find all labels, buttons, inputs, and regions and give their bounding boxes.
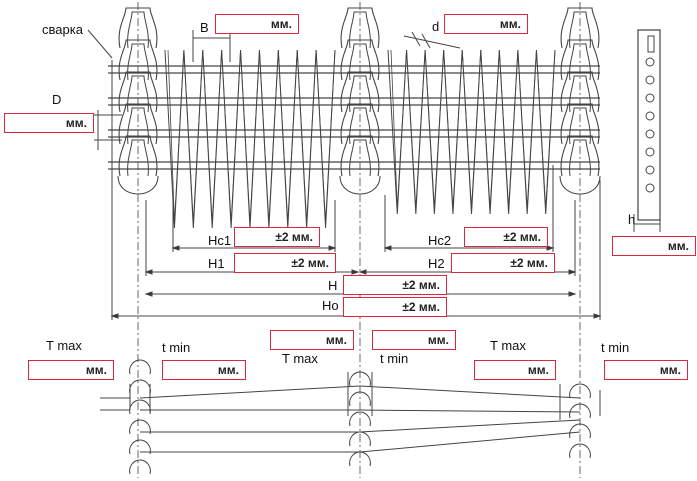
- edge-rod: [359, 419, 581, 433]
- spiral-loop-left: [167, 49, 336, 223]
- edge-link-left: [129, 439, 151, 455]
- link-plate: [349, 139, 371, 177]
- ho-dimension-arrow: [593, 313, 602, 319]
- tmin-right-label: t min: [601, 340, 630, 355]
- spiral-loop-right: [387, 49, 556, 215]
- h-label: h: [628, 212, 636, 227]
- tmin-mid-field[interactable]: мм.: [372, 330, 456, 350]
- link-plate: [349, 43, 371, 81]
- side-hole: [645, 183, 655, 193]
- link-plate: [349, 75, 371, 113]
- edge-rod: [139, 385, 361, 399]
- d-leader: [403, 35, 461, 49]
- edge-rod: [359, 431, 581, 453]
- side-hole: [645, 147, 655, 157]
- h2-label: H2: [428, 256, 445, 271]
- ho-label: Ho: [322, 298, 339, 313]
- link-plate: [127, 11, 149, 49]
- link-plate: [349, 107, 371, 145]
- link-plate: [349, 11, 371, 49]
- d-tick: [421, 33, 431, 49]
- hc1-dimension-arrow: [171, 245, 180, 251]
- h-total-field[interactable]: ±2 мм.: [343, 275, 447, 295]
- b-label: B: [200, 20, 209, 35]
- hc1-dimension-arrow: [328, 245, 337, 251]
- h-field[interactable]: мм.: [612, 236, 696, 256]
- ho-dimension-arrow: [110, 313, 119, 319]
- weld-leader: [87, 29, 113, 59]
- edge-link-left: [129, 459, 151, 475]
- edge-link-right: [569, 443, 591, 459]
- weld-label: сварка: [42, 22, 83, 37]
- h1-dimension-arrow: [144, 269, 153, 275]
- h2-dimension-arrow: [358, 269, 367, 275]
- side-hole: [645, 93, 655, 103]
- spiral-loop-right: [390, 49, 556, 209]
- hc1-label: Hc1: [208, 233, 232, 248]
- tmax-right-field[interactable]: мм.: [474, 360, 556, 380]
- d-diameter-field[interactable]: мм.: [4, 113, 94, 133]
- hc2-dimension-arrow: [383, 245, 392, 251]
- h1-label: H1: [208, 256, 225, 271]
- edge-link-mid: [349, 411, 371, 427]
- ho-field[interactable]: ±2 мм.: [343, 297, 447, 317]
- h1-field[interactable]: ±2 мм.: [234, 253, 336, 273]
- link-plate: [569, 139, 591, 177]
- edge-link-right: [569, 383, 591, 399]
- d-diameter-label: D: [52, 92, 62, 107]
- tmin-right-field[interactable]: мм.: [604, 360, 688, 380]
- tmax-mid-field[interactable]: мм.: [270, 330, 354, 350]
- h2-field[interactable]: ±2 мм.: [451, 253, 555, 273]
- edge-link-mid: [349, 391, 371, 407]
- link-plate: [127, 139, 149, 177]
- edge-link-left: [129, 419, 151, 435]
- edge-link-left: [129, 379, 151, 395]
- edge-rod: [359, 385, 581, 399]
- hc2-label: Hc2: [428, 233, 452, 248]
- side-hole: [645, 111, 655, 121]
- hc1-field[interactable]: ±2 мм.: [234, 227, 320, 247]
- side-hole: [645, 129, 655, 139]
- side-hole: [645, 165, 655, 175]
- edge-rod: [359, 409, 581, 413]
- tmin-mid-label: t min: [380, 351, 409, 366]
- tmax-left-field[interactable]: мм.: [28, 360, 114, 380]
- h1-dimension-arrow: [351, 269, 360, 275]
- tmax-right-label: T max: [490, 338, 526, 353]
- link-plate: [569, 43, 591, 81]
- side-slot: [647, 35, 655, 53]
- link-plate: [127, 107, 149, 145]
- d-field[interactable]: мм.: [444, 14, 528, 34]
- d-tick: [411, 31, 421, 47]
- d-label: d: [432, 19, 440, 34]
- tmax-left-label: T max: [46, 338, 82, 353]
- side-hole: [645, 75, 655, 85]
- edge-link-left: [129, 399, 151, 415]
- link-plate: [127, 75, 149, 113]
- tmin-left-label: t min: [162, 340, 191, 355]
- link-plate: [569, 75, 591, 113]
- link-plate: [569, 11, 591, 49]
- h-dimension-arrow: [568, 291, 577, 297]
- b-field[interactable]: мм.: [215, 14, 299, 34]
- hc2-field[interactable]: ±2 мм.: [464, 227, 548, 247]
- edge-link-mid: [349, 371, 371, 387]
- edge-link-right: [569, 423, 591, 439]
- h-dimension-arrow: [144, 291, 153, 297]
- link-plate: [127, 43, 149, 81]
- edge-link-left: [129, 359, 151, 375]
- spiral-loop-left: [164, 49, 336, 229]
- tmax-mid-label: T max: [282, 351, 318, 366]
- h-total-label: H: [328, 278, 338, 293]
- tmin-left-field[interactable]: мм.: [162, 360, 246, 380]
- side-hole: [645, 57, 655, 67]
- hc2-dimension-arrow: [546, 245, 555, 251]
- link-plate: [569, 107, 591, 145]
- h2-dimension-arrow: [568, 269, 577, 275]
